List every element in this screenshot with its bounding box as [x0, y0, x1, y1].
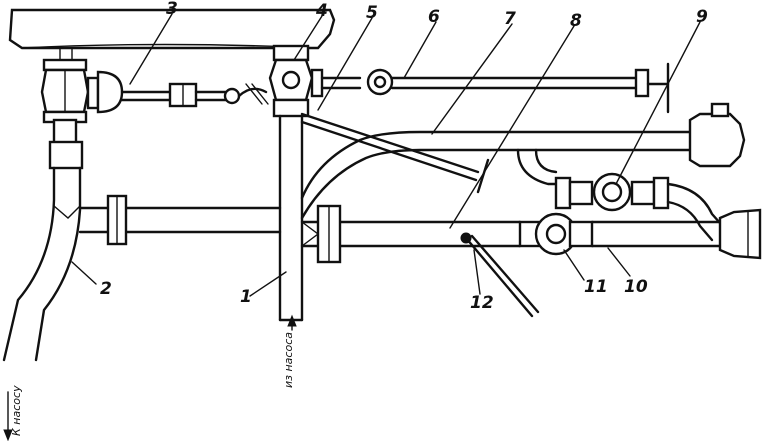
callout-10: 10	[624, 277, 648, 297]
pipe-10	[300, 204, 762, 264]
callout-3: 3	[166, 0, 178, 19]
callout-labels: 1 2 3 4 5 6 7 8 9 10 11 12	[100, 0, 708, 313]
pipe-1	[268, 44, 324, 322]
callout-5: 5	[366, 3, 378, 23]
callout-4: 4	[315, 1, 328, 21]
callout-12: 12	[470, 293, 494, 313]
callout-7: 7	[504, 9, 516, 29]
caption-to-pump: К насосу	[10, 385, 23, 436]
flow-arrows	[3, 314, 297, 441]
callout-1: 1	[240, 287, 252, 307]
callout-2: 2	[100, 279, 112, 299]
callout-9: 9	[696, 7, 708, 27]
leader-lines	[71, 13, 701, 297]
pipe-9	[516, 148, 730, 242]
rod-5	[300, 112, 490, 194]
pipe-2	[2, 140, 84, 362]
support-beam	[8, 8, 336, 50]
callout-11: 11	[584, 277, 608, 297]
caption-from-pump: из насоса	[282, 332, 295, 388]
rod-6	[320, 62, 670, 114]
left-valve-assembly	[40, 47, 269, 146]
lever-12	[460, 232, 540, 318]
cross-pipe-upper	[78, 194, 282, 246]
pipe-7	[300, 102, 746, 220]
callout-6: 6	[428, 7, 440, 27]
callout-8: 8	[570, 11, 582, 31]
